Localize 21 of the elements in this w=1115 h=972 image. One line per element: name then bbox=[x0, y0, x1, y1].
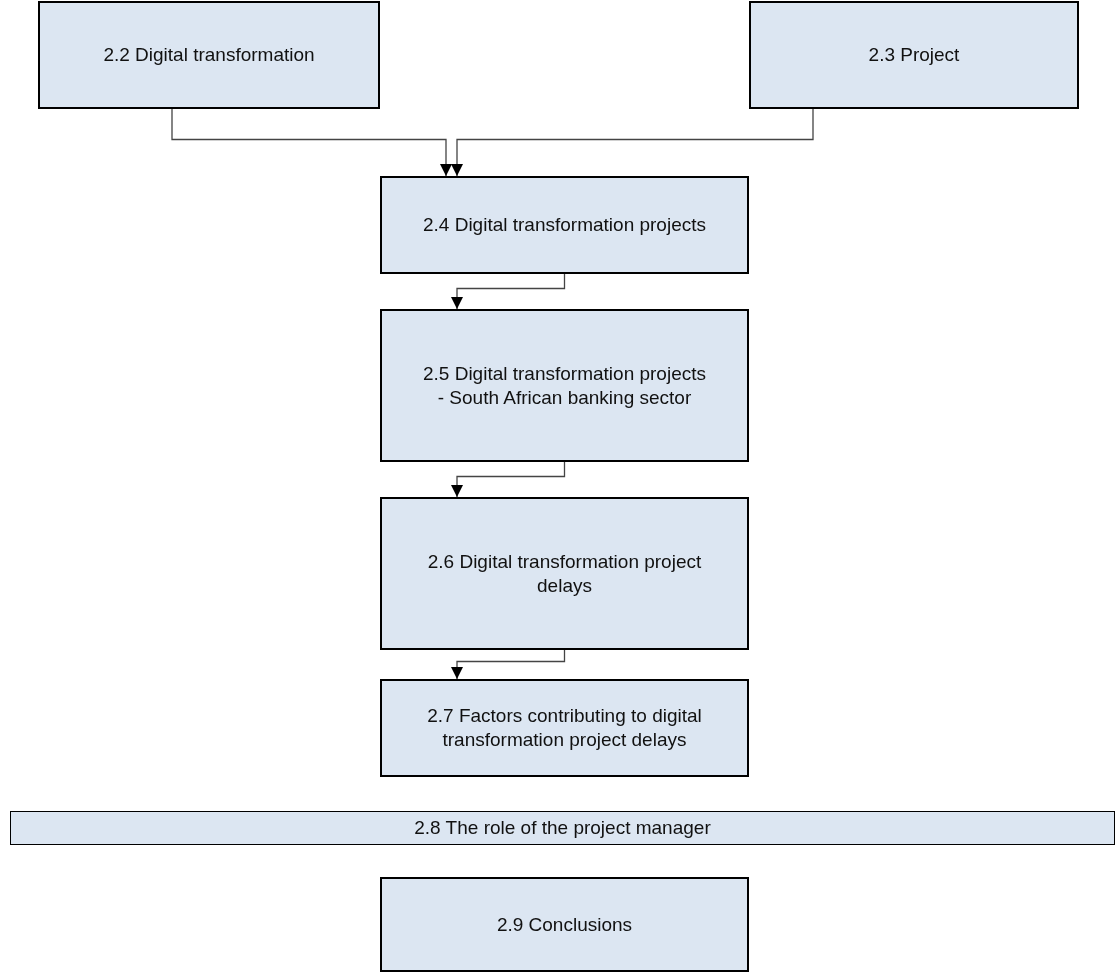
section-title: 2.6 Digital transformation project delays bbox=[426, 549, 703, 598]
arrow bbox=[451, 108, 814, 177]
section-title: 2.4 Digital transformation projects bbox=[423, 213, 706, 237]
section-box bbox=[38, 1, 380, 109]
section-title: 2.3 Project bbox=[868, 43, 960, 67]
section-box bbox=[380, 497, 749, 650]
section-box bbox=[10, 811, 1115, 845]
section-box bbox=[380, 309, 749, 462]
section-box bbox=[749, 1, 1079, 109]
arrow bbox=[451, 461, 566, 498]
section-title: 2.8 The role of the project manager bbox=[414, 816, 711, 840]
section-title: 2.2 Digital transformation bbox=[103, 43, 315, 67]
section-box bbox=[380, 679, 749, 777]
section-title: 2.9 Conclusions bbox=[496, 912, 633, 937]
section-box bbox=[380, 877, 749, 972]
section-title: 2.5 Digital transformation projects - South African banking sector bbox=[422, 361, 707, 410]
section-title: 2.7 Factors contributing to digital transformation project delays bbox=[426, 704, 703, 752]
arrow bbox=[171, 108, 452, 177]
section-box bbox=[380, 176, 749, 274]
arrow bbox=[451, 273, 566, 310]
arrow bbox=[451, 649, 566, 680]
